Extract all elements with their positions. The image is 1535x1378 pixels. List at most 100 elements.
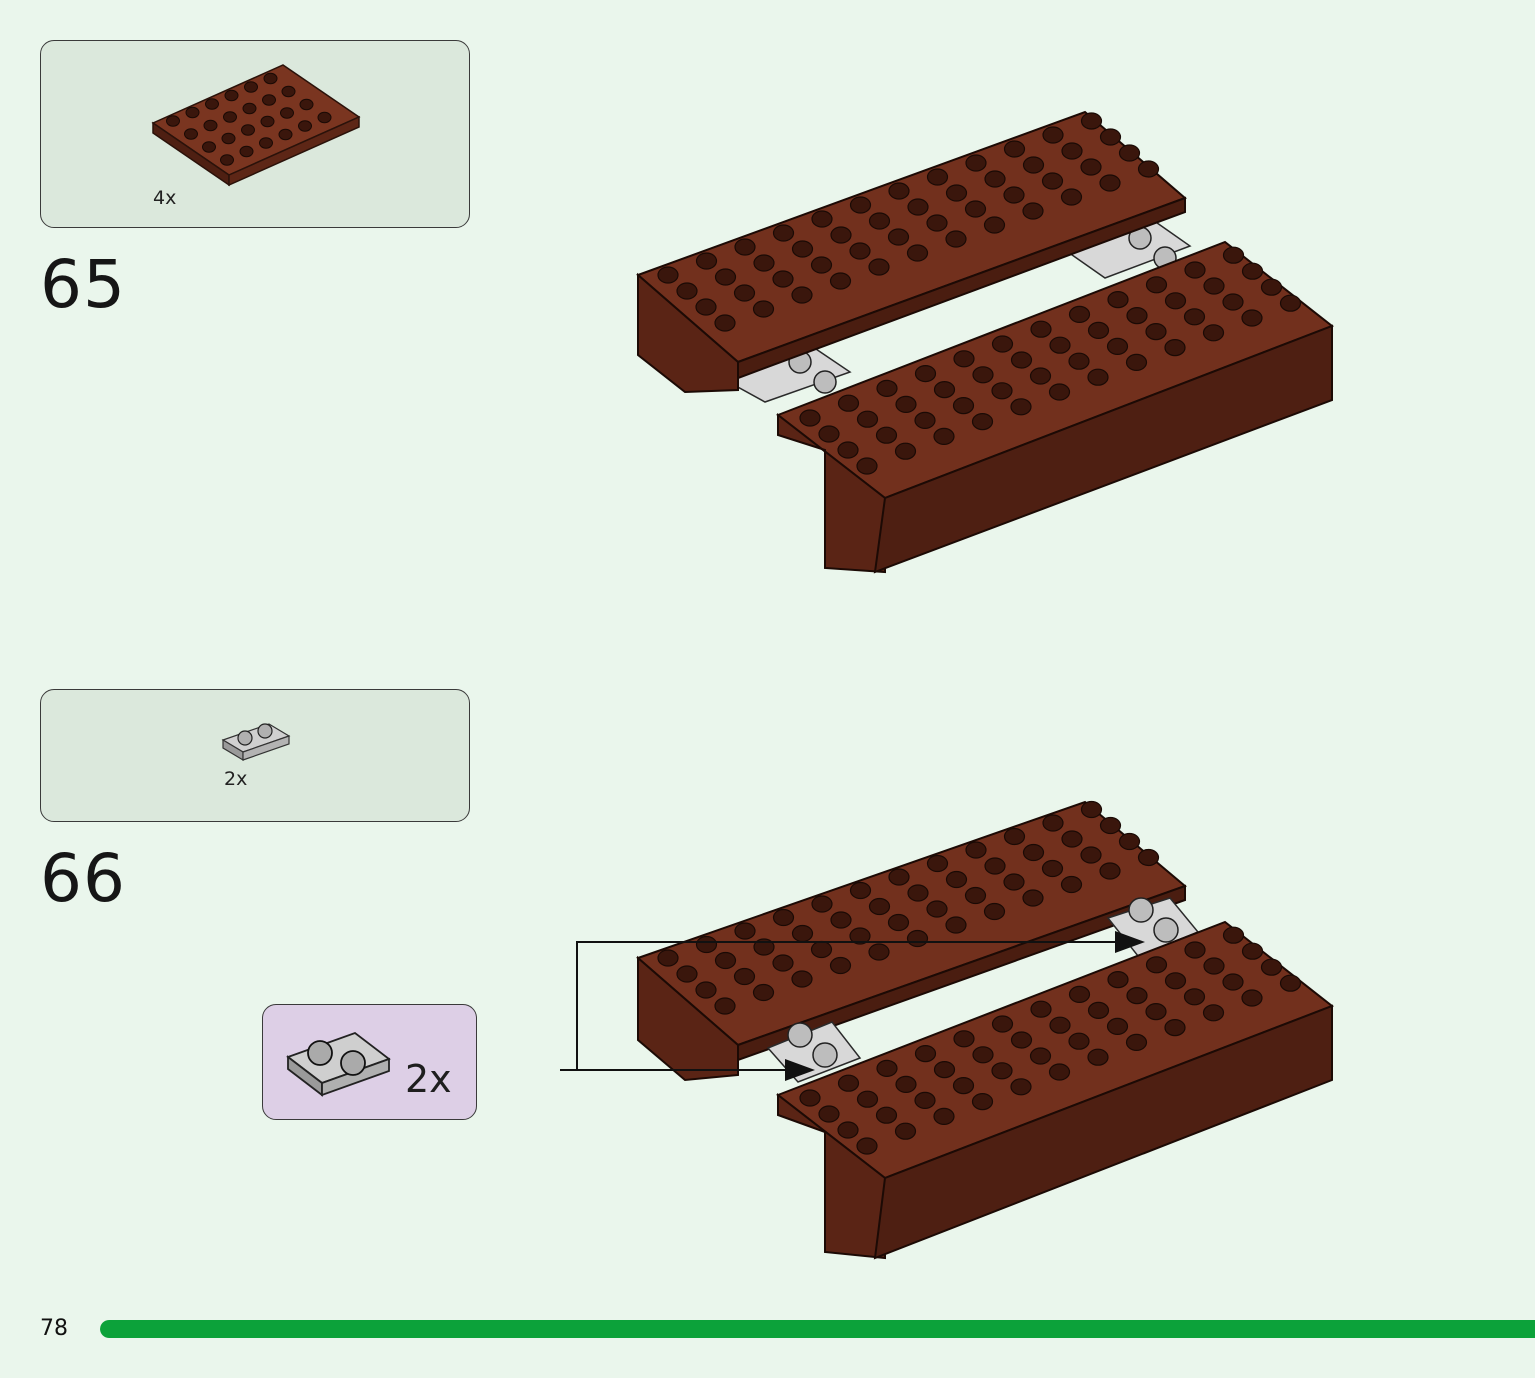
stud bbox=[830, 911, 852, 929]
stud bbox=[220, 154, 234, 166]
stud bbox=[811, 895, 833, 913]
stud bbox=[1184, 261, 1206, 279]
stud bbox=[1106, 337, 1129, 355]
progress-bar bbox=[100, 1320, 1535, 1338]
stud bbox=[906, 929, 929, 948]
stud bbox=[657, 949, 679, 967]
stud bbox=[1087, 321, 1110, 339]
stud bbox=[262, 94, 276, 106]
stud bbox=[868, 943, 890, 961]
stud bbox=[965, 154, 987, 172]
stud bbox=[829, 272, 852, 290]
stud bbox=[810, 256, 833, 274]
stud bbox=[1068, 352, 1090, 370]
stud bbox=[907, 884, 929, 902]
stud bbox=[263, 72, 278, 85]
stud bbox=[799, 1089, 821, 1107]
stud bbox=[1164, 1019, 1186, 1037]
stud bbox=[1048, 1063, 1071, 1081]
stud bbox=[1125, 1033, 1148, 1051]
stud bbox=[1010, 1078, 1032, 1096]
stud bbox=[933, 381, 956, 399]
stud bbox=[224, 89, 239, 102]
stud bbox=[1087, 1001, 1110, 1019]
stud bbox=[983, 216, 1006, 234]
stud bbox=[1068, 305, 1091, 323]
stud bbox=[849, 881, 872, 900]
stud bbox=[1137, 160, 1160, 178]
stud bbox=[1022, 843, 1045, 862]
stud bbox=[1042, 814, 1064, 832]
stud bbox=[953, 1030, 975, 1048]
stud bbox=[1260, 958, 1283, 976]
stud bbox=[837, 1121, 859, 1139]
stud bbox=[856, 1090, 879, 1108]
stud bbox=[281, 85, 296, 98]
stud bbox=[1061, 142, 1083, 160]
stud bbox=[772, 224, 795, 242]
stud bbox=[1184, 941, 1206, 959]
stud bbox=[1080, 800, 1103, 819]
stud bbox=[772, 954, 794, 972]
stud bbox=[829, 956, 852, 975]
stud bbox=[1222, 926, 1245, 944]
stud bbox=[1126, 307, 1148, 325]
stud bbox=[810, 940, 833, 959]
stud bbox=[752, 983, 775, 1002]
stud bbox=[714, 268, 737, 286]
stud bbox=[657, 266, 679, 284]
page-number: 78 bbox=[40, 1316, 68, 1341]
stud bbox=[1203, 277, 1225, 295]
stud bbox=[1260, 278, 1283, 296]
callout-box: 2x bbox=[262, 1004, 477, 1120]
stud bbox=[1241, 942, 1264, 960]
stud bbox=[1145, 1003, 1167, 1021]
stud bbox=[895, 1075, 917, 1093]
stud bbox=[849, 242, 871, 260]
stud bbox=[714, 997, 736, 1015]
stud bbox=[965, 841, 987, 859]
stud bbox=[849, 927, 871, 945]
stud bbox=[1222, 973, 1244, 991]
stud bbox=[837, 1074, 860, 1092]
stud bbox=[818, 1105, 840, 1123]
stud bbox=[1068, 985, 1091, 1003]
stud bbox=[733, 284, 756, 302]
stud bbox=[811, 210, 833, 228]
gray-plate-1x2-icon bbox=[286, 1031, 391, 1097]
brown-plate-4x6-icon bbox=[151, 64, 361, 187]
part-quantity: 4x bbox=[153, 187, 177, 209]
stud bbox=[223, 111, 237, 123]
stud bbox=[1118, 144, 1141, 162]
stud bbox=[259, 137, 273, 149]
stud bbox=[734, 238, 756, 256]
stud bbox=[971, 1093, 994, 1111]
stud bbox=[714, 951, 737, 970]
stud bbox=[868, 212, 891, 230]
stud bbox=[875, 426, 898, 444]
arrow-head bbox=[785, 1059, 815, 1081]
stud bbox=[906, 244, 929, 262]
stud bbox=[1041, 172, 1064, 190]
stud bbox=[1222, 246, 1245, 264]
stud bbox=[1118, 832, 1141, 851]
stud bbox=[972, 1046, 994, 1064]
stud bbox=[1222, 293, 1244, 311]
stud bbox=[926, 854, 949, 873]
stud bbox=[964, 200, 987, 218]
stud bbox=[983, 902, 1006, 921]
stud bbox=[964, 886, 987, 905]
stud bbox=[1080, 158, 1102, 176]
stud bbox=[799, 409, 821, 427]
stud bbox=[818, 425, 840, 443]
stud bbox=[1049, 1016, 1071, 1034]
stud bbox=[1022, 156, 1045, 174]
stud bbox=[887, 913, 910, 932]
stud bbox=[926, 900, 948, 918]
stud bbox=[734, 922, 756, 940]
stud bbox=[1099, 174, 1121, 192]
stud bbox=[714, 314, 736, 332]
progress-bar-fill bbox=[100, 1320, 1535, 1338]
stud bbox=[1060, 188, 1083, 206]
stud bbox=[1003, 140, 1026, 158]
